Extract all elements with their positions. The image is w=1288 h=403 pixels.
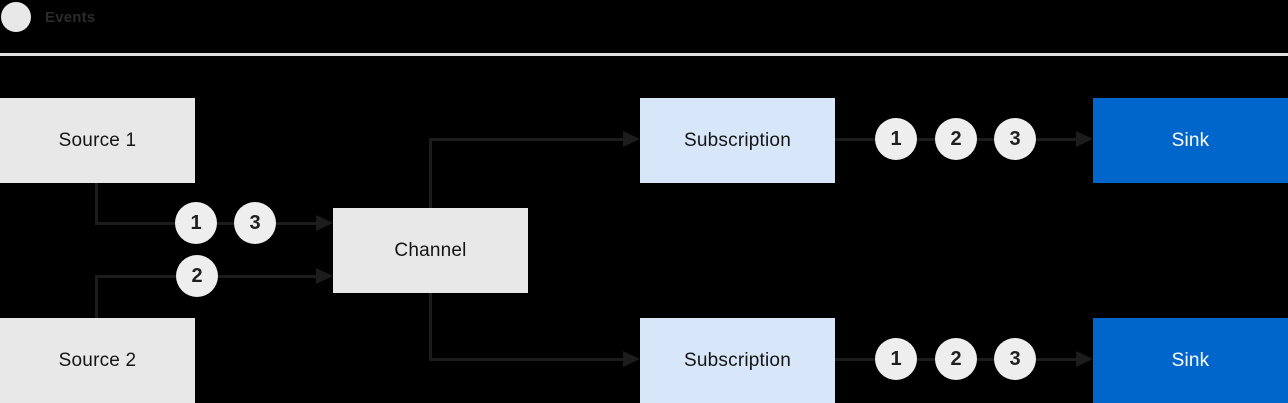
event-marker: 3 [234, 202, 276, 244]
event-marker: 2 [176, 255, 218, 297]
node-source2: Source 2 [0, 318, 195, 403]
arrowhead-into-sink-top [1076, 131, 1093, 147]
connector-source1-vertical [95, 183, 98, 225]
connector-channel-up-vertical [429, 140, 432, 208]
arrowhead-into-channel-top [316, 215, 333, 231]
arrowhead-into-subscription-bottom [623, 351, 640, 367]
event-marker: 3 [994, 338, 1036, 380]
node-sink-bottom-label: Sink [1171, 349, 1210, 371]
node-subscription-top: Subscription [640, 98, 835, 183]
node-source1-label: Source 1 [58, 129, 137, 151]
node-subscription-bottom-label: Subscription [684, 349, 791, 371]
connector-channel-down-vertical [429, 293, 432, 361]
arrowhead-into-subscription-top [623, 131, 640, 147]
arrowhead-into-channel-bottom [316, 268, 333, 284]
connector-channel-to-subscription-top [429, 138, 623, 141]
node-channel: Channel [333, 208, 528, 293]
event-marker: 1 [875, 338, 917, 380]
legend-label: Events [45, 9, 96, 26]
node-sink-top: Sink [1093, 98, 1288, 183]
node-sink-bottom: Sink [1093, 318, 1288, 403]
node-subscription-top-label: Subscription [684, 129, 791, 151]
event-marker: 3 [994, 118, 1036, 160]
event-circle-icon [1, 2, 31, 32]
node-channel-label: Channel [394, 239, 467, 261]
node-subscription-bottom: Subscription [640, 318, 835, 403]
arrowhead-into-sink-bottom [1076, 351, 1093, 367]
event-marker: 2 [935, 118, 977, 160]
event-marker: 1 [875, 118, 917, 160]
event-marker: 1 [175, 202, 217, 244]
node-source2-label: Source 2 [58, 349, 137, 371]
connector-source2-vertical [95, 276, 98, 318]
connector-channel-to-subscription-bottom [429, 358, 623, 361]
event-marker: 2 [935, 338, 977, 380]
divider [0, 53, 1288, 56]
node-source1: Source 1 [0, 98, 195, 183]
node-sink-top-label: Sink [1171, 129, 1210, 151]
